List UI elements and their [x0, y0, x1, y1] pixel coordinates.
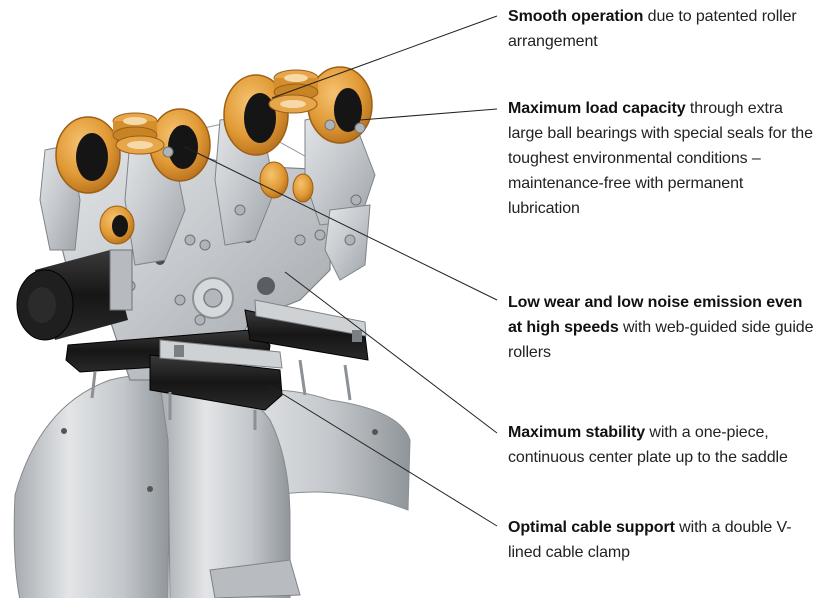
feature-description: through extra large ball bearings with s… — [508, 100, 813, 217]
feature-title: Maximum stability — [508, 424, 646, 441]
feature-description: with a one-piece, continuous center plat… — [508, 424, 788, 466]
roller-top — [223, 74, 289, 156]
saddle-hole — [61, 428, 67, 434]
feature-description: with a double V-lined cable clamp — [508, 519, 792, 561]
saddle-hole — [147, 486, 153, 492]
saddle-hole — [372, 429, 378, 435]
feature-title: Low wear and low noise emission even at … — [508, 294, 803, 336]
saddle — [13, 374, 411, 598]
rollers — [55, 66, 373, 245]
cable-clamp — [65, 299, 369, 430]
feature-title: Maximum load capacity — [508, 100, 686, 117]
feature-smooth-operation: Smooth operation due to patented roller … — [508, 4, 818, 54]
roller-mid-left — [149, 108, 211, 182]
bearing-cap — [268, 94, 318, 114]
side-roller-small — [292, 173, 314, 203]
feature-stability: Maximum stability with a one-piece, cont… — [508, 420, 818, 470]
feature-load-capacity: Maximum load capacity through extra larg… — [508, 96, 818, 221]
roller-left — [55, 116, 121, 194]
saddle-front-left — [13, 374, 171, 598]
bearing-cap — [273, 69, 319, 101]
feature-low-wear: Low wear and low noise emission even at … — [508, 290, 818, 365]
feature-title: Optimal cable support — [508, 519, 675, 536]
saddle-lip — [209, 559, 301, 598]
center-washer-inner — [203, 288, 223, 308]
bearing-cap — [115, 135, 165, 155]
feature-description: due to patented roller arrangement — [508, 8, 797, 50]
side-roller-small — [259, 161, 289, 199]
feature-cable-support: Optimal cable support with a double V-li… — [508, 515, 818, 565]
roller-right — [307, 66, 373, 144]
feature-description: with web-guided side guide rollers — [508, 319, 814, 361]
cutout — [257, 277, 275, 295]
buffer-cylinder — [16, 249, 133, 341]
leader-line-stability — [284, 271, 498, 434]
feature-title: Smooth operation — [508, 8, 644, 25]
leader-line-low-wear — [182, 145, 498, 301]
leader-line-load-capacity — [359, 108, 498, 121]
leader-line-smooth-operation — [271, 15, 498, 99]
leader-lines — [182, 15, 498, 527]
leader-line-cable-support — [267, 384, 498, 527]
side-roller-small — [99, 205, 135, 245]
